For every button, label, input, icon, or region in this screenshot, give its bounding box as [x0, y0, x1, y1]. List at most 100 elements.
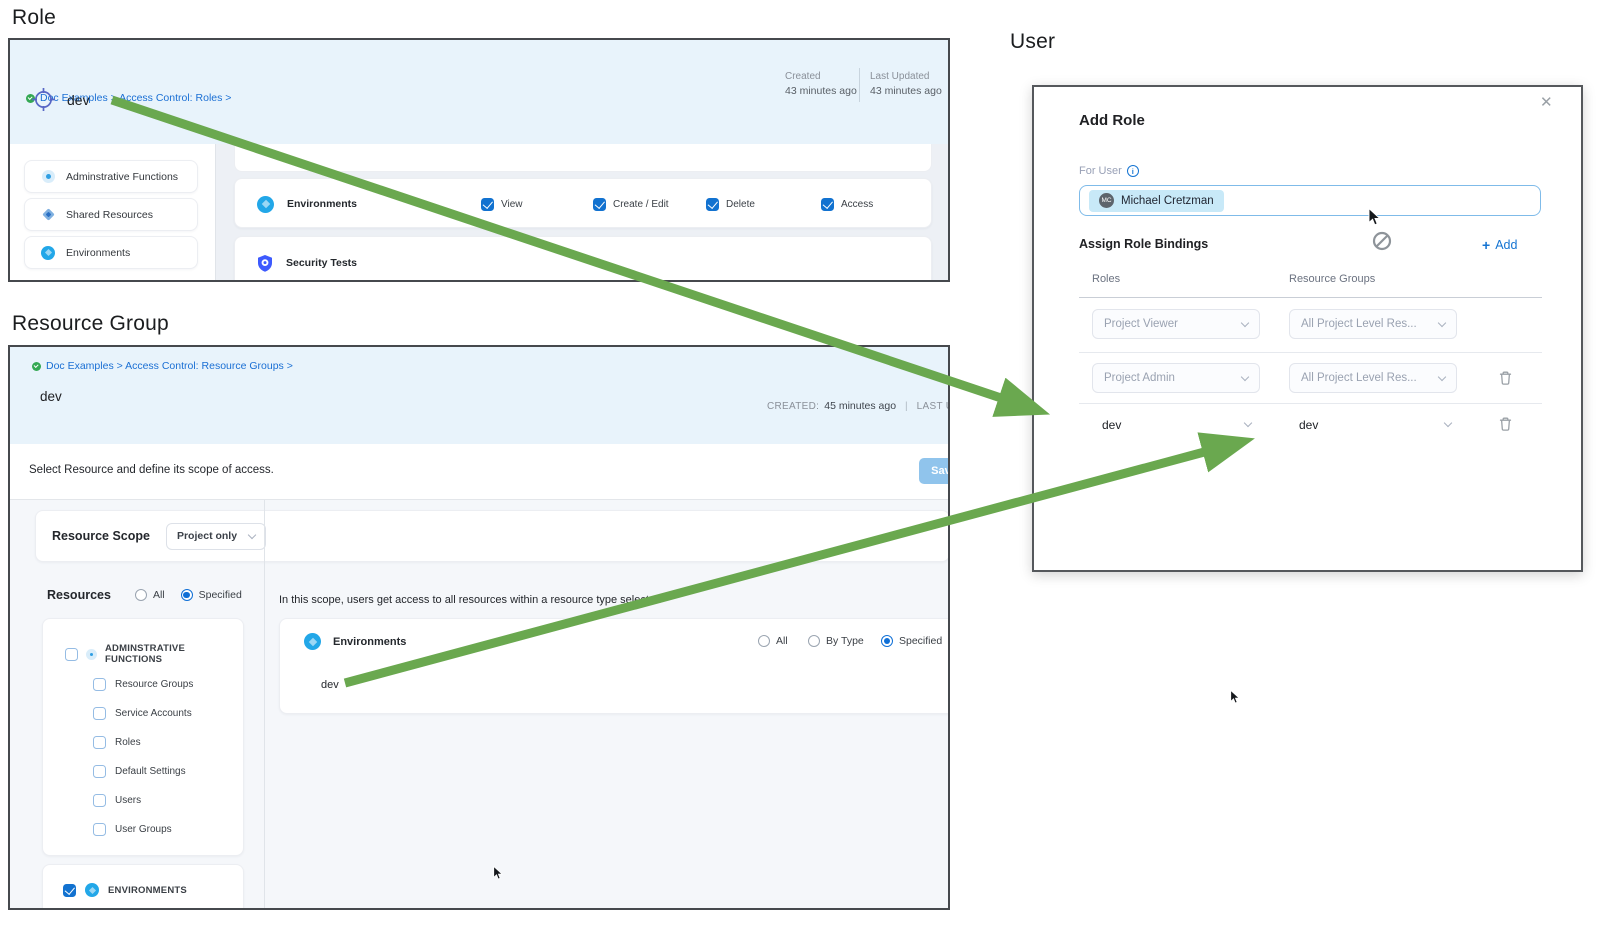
chevron-down-icon[interactable]	[1443, 418, 1453, 428]
modal-title: Add Role	[1079, 112, 1145, 129]
sidebar-item-administrative-functions[interactable]: Adminstrative Functions	[24, 160, 198, 193]
permission-view: View	[481, 179, 523, 229]
scope-selected-item-dev: dev	[321, 679, 339, 691]
content-divider	[264, 500, 265, 908]
breadcrumb[interactable]: Doc Examples > Access Control: Resource …	[46, 360, 293, 372]
resources-radio-all[interactable]: All	[134, 589, 165, 601]
chevron-down-icon	[247, 530, 257, 539]
environments-icon	[304, 633, 321, 650]
resource-scope-label: Resource Scope	[52, 529, 150, 543]
resource-group-select-1[interactable]: All Project Level Res...	[1289, 309, 1457, 339]
role-panel: Doc Examples > Access Control: Roles > d…	[8, 38, 950, 282]
security-tests-icon	[256, 254, 274, 273]
tree-item-resource-groups: Resource Groups	[93, 678, 193, 691]
save-button[interactable]: Save	[919, 458, 948, 484]
permission-row-security-tests: Security Tests	[234, 236, 932, 280]
cursor-arrow	[1230, 689, 1240, 709]
chevron-down-icon	[1437, 372, 1447, 381]
scope-description: In this scope, users get access to all r…	[279, 594, 662, 606]
checkbox-view[interactable]	[481, 197, 494, 211]
checkbox-access[interactable]	[821, 197, 834, 211]
resources-header-row: Resources All Specified	[47, 588, 242, 602]
checkbox-checked[interactable]	[63, 883, 76, 897]
tree-group-administrative-functions: ADMINSTRATIVE FUNCTIONS	[65, 643, 243, 665]
resource-group-title: dev	[40, 389, 62, 404]
role-select-project-viewer[interactable]: Project Viewer	[1092, 309, 1260, 339]
role-permissions-area: Environments View Create / Edit Delete A…	[216, 144, 948, 280]
checkbox-unchecked[interactable]	[65, 647, 78, 661]
info-icon[interactable]: i	[1126, 165, 1139, 177]
tree-item-user-groups: User Groups	[93, 823, 172, 836]
role-meta-updated: Last Updated 43 minutes ago	[870, 71, 942, 97]
scope-radio-specified[interactable]: Specified	[881, 635, 942, 647]
scope-radio-all[interactable]: All	[758, 635, 788, 647]
admin-functions-icon	[86, 648, 97, 660]
role-select-dev[interactable]: dev	[1102, 418, 1122, 432]
resources-radio-specified[interactable]: Specified	[180, 589, 242, 601]
admin-functions-icon	[42, 170, 55, 183]
meta-separator: |	[905, 400, 908, 412]
role-select-project-admin[interactable]: Project Admin	[1092, 363, 1260, 393]
avatar: MC	[1099, 193, 1114, 208]
permission-access: Access	[821, 179, 873, 229]
user-section-heading: User	[1010, 30, 1056, 53]
resource-group-section-heading: Resource Group	[12, 312, 169, 335]
user-chip-name: Michael Cretzman	[1121, 194, 1214, 207]
tree-item-default-settings: Default Settings	[93, 765, 186, 778]
checkbox-unchecked[interactable]	[93, 736, 106, 749]
checkbox-unchecked[interactable]	[93, 823, 106, 836]
permission-create-edit: Create / Edit	[593, 179, 669, 229]
resource-group-content: Resource Scope Project only Resources Al…	[10, 499, 948, 908]
close-icon[interactable]: ✕	[1540, 94, 1553, 111]
resource-scope-card: Resource Scope Project only	[35, 510, 948, 562]
meta-divider	[859, 68, 860, 102]
checkbox-unchecked[interactable]	[93, 765, 106, 778]
delete-binding-icon[interactable]	[1498, 416, 1513, 437]
resource-tree-environments-card: ENVIRONMENTS	[42, 864, 244, 908]
chevron-down-icon	[1240, 318, 1250, 327]
radio-unselected-icon[interactable]	[808, 635, 820, 647]
user-input[interactable]: MC Michael Cretzman	[1079, 185, 1541, 216]
resource-tree-card: ADMINSTRATIVE FUNCTIONS Resource Groups …	[42, 618, 244, 856]
role-title: dev	[67, 92, 90, 108]
role-header: Doc Examples > Access Control: Roles > d…	[10, 40, 948, 144]
radio-unselected-icon[interactable]	[758, 635, 770, 647]
checkbox-create-edit[interactable]	[593, 197, 606, 211]
resource-group-header: Doc Examples > Access Control: Resource …	[10, 347, 948, 444]
environments-icon	[41, 245, 55, 260]
chevron-down-icon[interactable]	[1243, 418, 1253, 428]
delete-binding-icon[interactable]	[1498, 370, 1513, 391]
add-role-modal: ✕ Add Role For User i MC Michael Cretzma…	[1032, 85, 1583, 572]
user-chip[interactable]: MC Michael Cretzman	[1089, 189, 1224, 212]
resource-group-panel: Doc Examples > Access Control: Resource …	[8, 345, 950, 910]
project-status-icon	[26, 93, 35, 103]
resource-group-select-dev[interactable]: dev	[1299, 418, 1319, 432]
checkbox-unchecked[interactable]	[93, 794, 106, 807]
column-header-resource-groups: Resource Groups	[1289, 273, 1376, 285]
plus-icon: +	[1482, 237, 1491, 253]
tree-item-service-accounts: Service Accounts	[93, 707, 192, 720]
radio-selected-icon[interactable]	[180, 589, 193, 601]
resource-scope-dropdown[interactable]: Project only	[165, 522, 267, 550]
for-user-row: For User i	[1079, 165, 1139, 177]
tree-item-roles: Roles	[93, 736, 141, 749]
add-binding-button[interactable]: + Add	[1482, 237, 1518, 253]
sidebar-item-shared-resources[interactable]: Shared Resources	[24, 198, 198, 231]
resource-group-select-2[interactable]: All Project Level Res...	[1289, 363, 1457, 393]
for-user-label: For User	[1079, 165, 1122, 177]
checkbox-unchecked[interactable]	[93, 707, 106, 720]
role-target-icon	[30, 86, 57, 118]
checkbox-unchecked[interactable]	[93, 678, 106, 691]
tree-group-environments: ENVIRONMENTS	[63, 883, 187, 897]
scope-radio-by-type[interactable]: By Type	[808, 635, 864, 647]
checkbox-delete[interactable]	[706, 197, 719, 211]
scope-environments-card: Environments All By Type Specified dev	[279, 618, 948, 714]
radio-unselected-icon[interactable]	[134, 589, 147, 601]
column-header-roles: Roles	[1092, 273, 1121, 285]
radio-selected-icon[interactable]	[881, 635, 893, 647]
environments-icon	[257, 195, 274, 213]
sidebar-item-environments[interactable]: Environments	[24, 236, 198, 269]
role-sidebar: Adminstrative Functions Shared Resources…	[10, 144, 215, 280]
tree-item-users: Users	[93, 794, 141, 807]
